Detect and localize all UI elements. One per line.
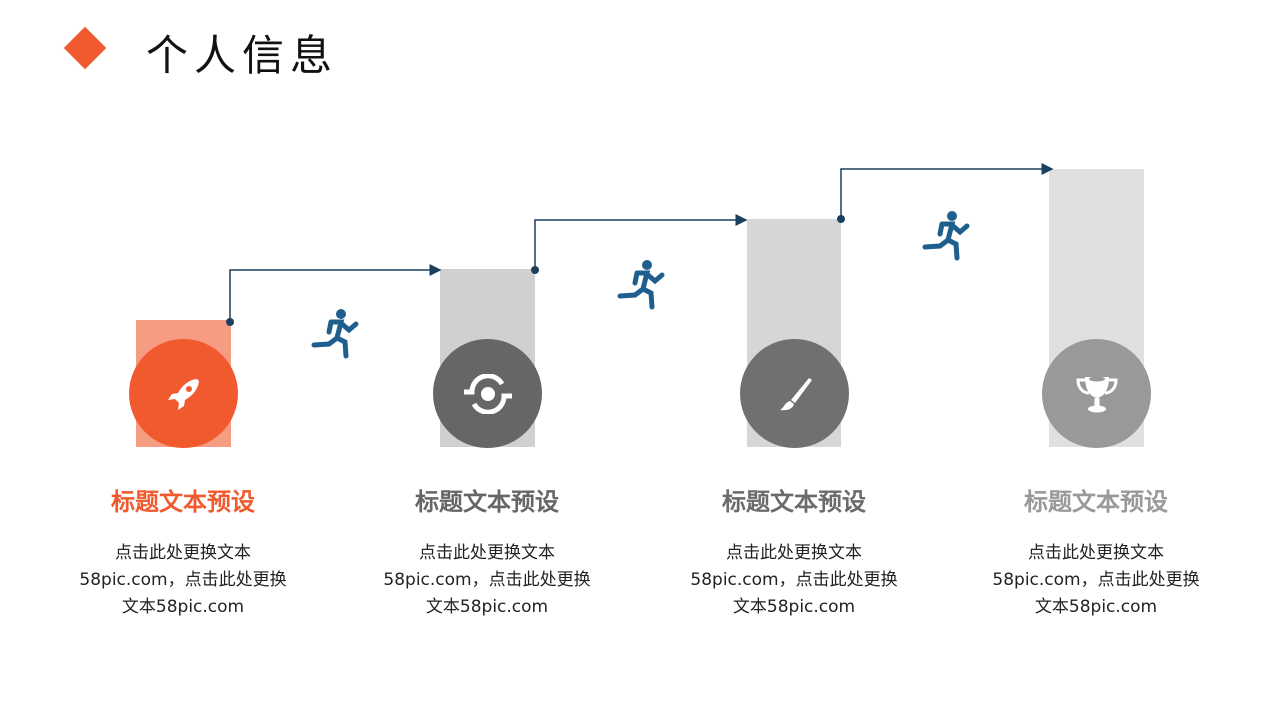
brush-icon (779, 377, 812, 410)
page-title: 个人信息 (146, 31, 339, 80)
step-circle-3 (740, 339, 849, 448)
sync-icon (463, 373, 512, 414)
desc-line: 点击此处更换文本 (115, 543, 251, 563)
desc-line: 58pic.com，点击此处更换 (79, 570, 287, 590)
step-description-4: 点击此处更换文本 58pic.com，点击此处更换文本58pic.com (966, 540, 1226, 621)
step-title-2: 标题文本预设 (415, 488, 559, 516)
desc-line: 文本58pic.com (425, 597, 549, 617)
runner-icon (617, 260, 665, 310)
step-circle-4 (1042, 339, 1151, 448)
desc-line: 文本58pic.com (1034, 597, 1158, 617)
step-circle-1 (129, 339, 238, 448)
step-title-4: 标题文本预设 (1024, 488, 1168, 516)
step-circle-2 (433, 339, 542, 448)
trophy-icon (1075, 376, 1118, 412)
desc-line: 58pic.com，点击此处更换 (690, 570, 898, 590)
step-title-3: 标题文本预设 (722, 488, 866, 516)
desc-line: 点击此处更换文本 (726, 543, 862, 563)
runner-icon (311, 309, 359, 359)
step-description-1: 点击此处更换文本 58pic.com，点击此处更换文本58pic.com (53, 540, 313, 621)
step-description-2: 点击此处更换文本 58pic.com，点击此处更换文本58pic.com (357, 540, 617, 621)
desc-line: 文本58pic.com (121, 597, 245, 617)
desc-line: 点击此处更换文本 (1028, 543, 1164, 563)
desc-line: 58pic.com，点击此处更换 (992, 570, 1200, 590)
step-title-1: 标题文本预设 (111, 488, 255, 516)
desc-line: 58pic.com，点击此处更换 (383, 570, 591, 590)
desc-line: 文本58pic.com (732, 597, 856, 617)
runner-icon (922, 211, 970, 261)
rocket-icon (167, 378, 199, 410)
step-description-3: 点击此处更换文本 58pic.com，点击此处更换文本58pic.com (664, 540, 924, 621)
desc-line: 点击此处更换文本 (419, 543, 555, 563)
